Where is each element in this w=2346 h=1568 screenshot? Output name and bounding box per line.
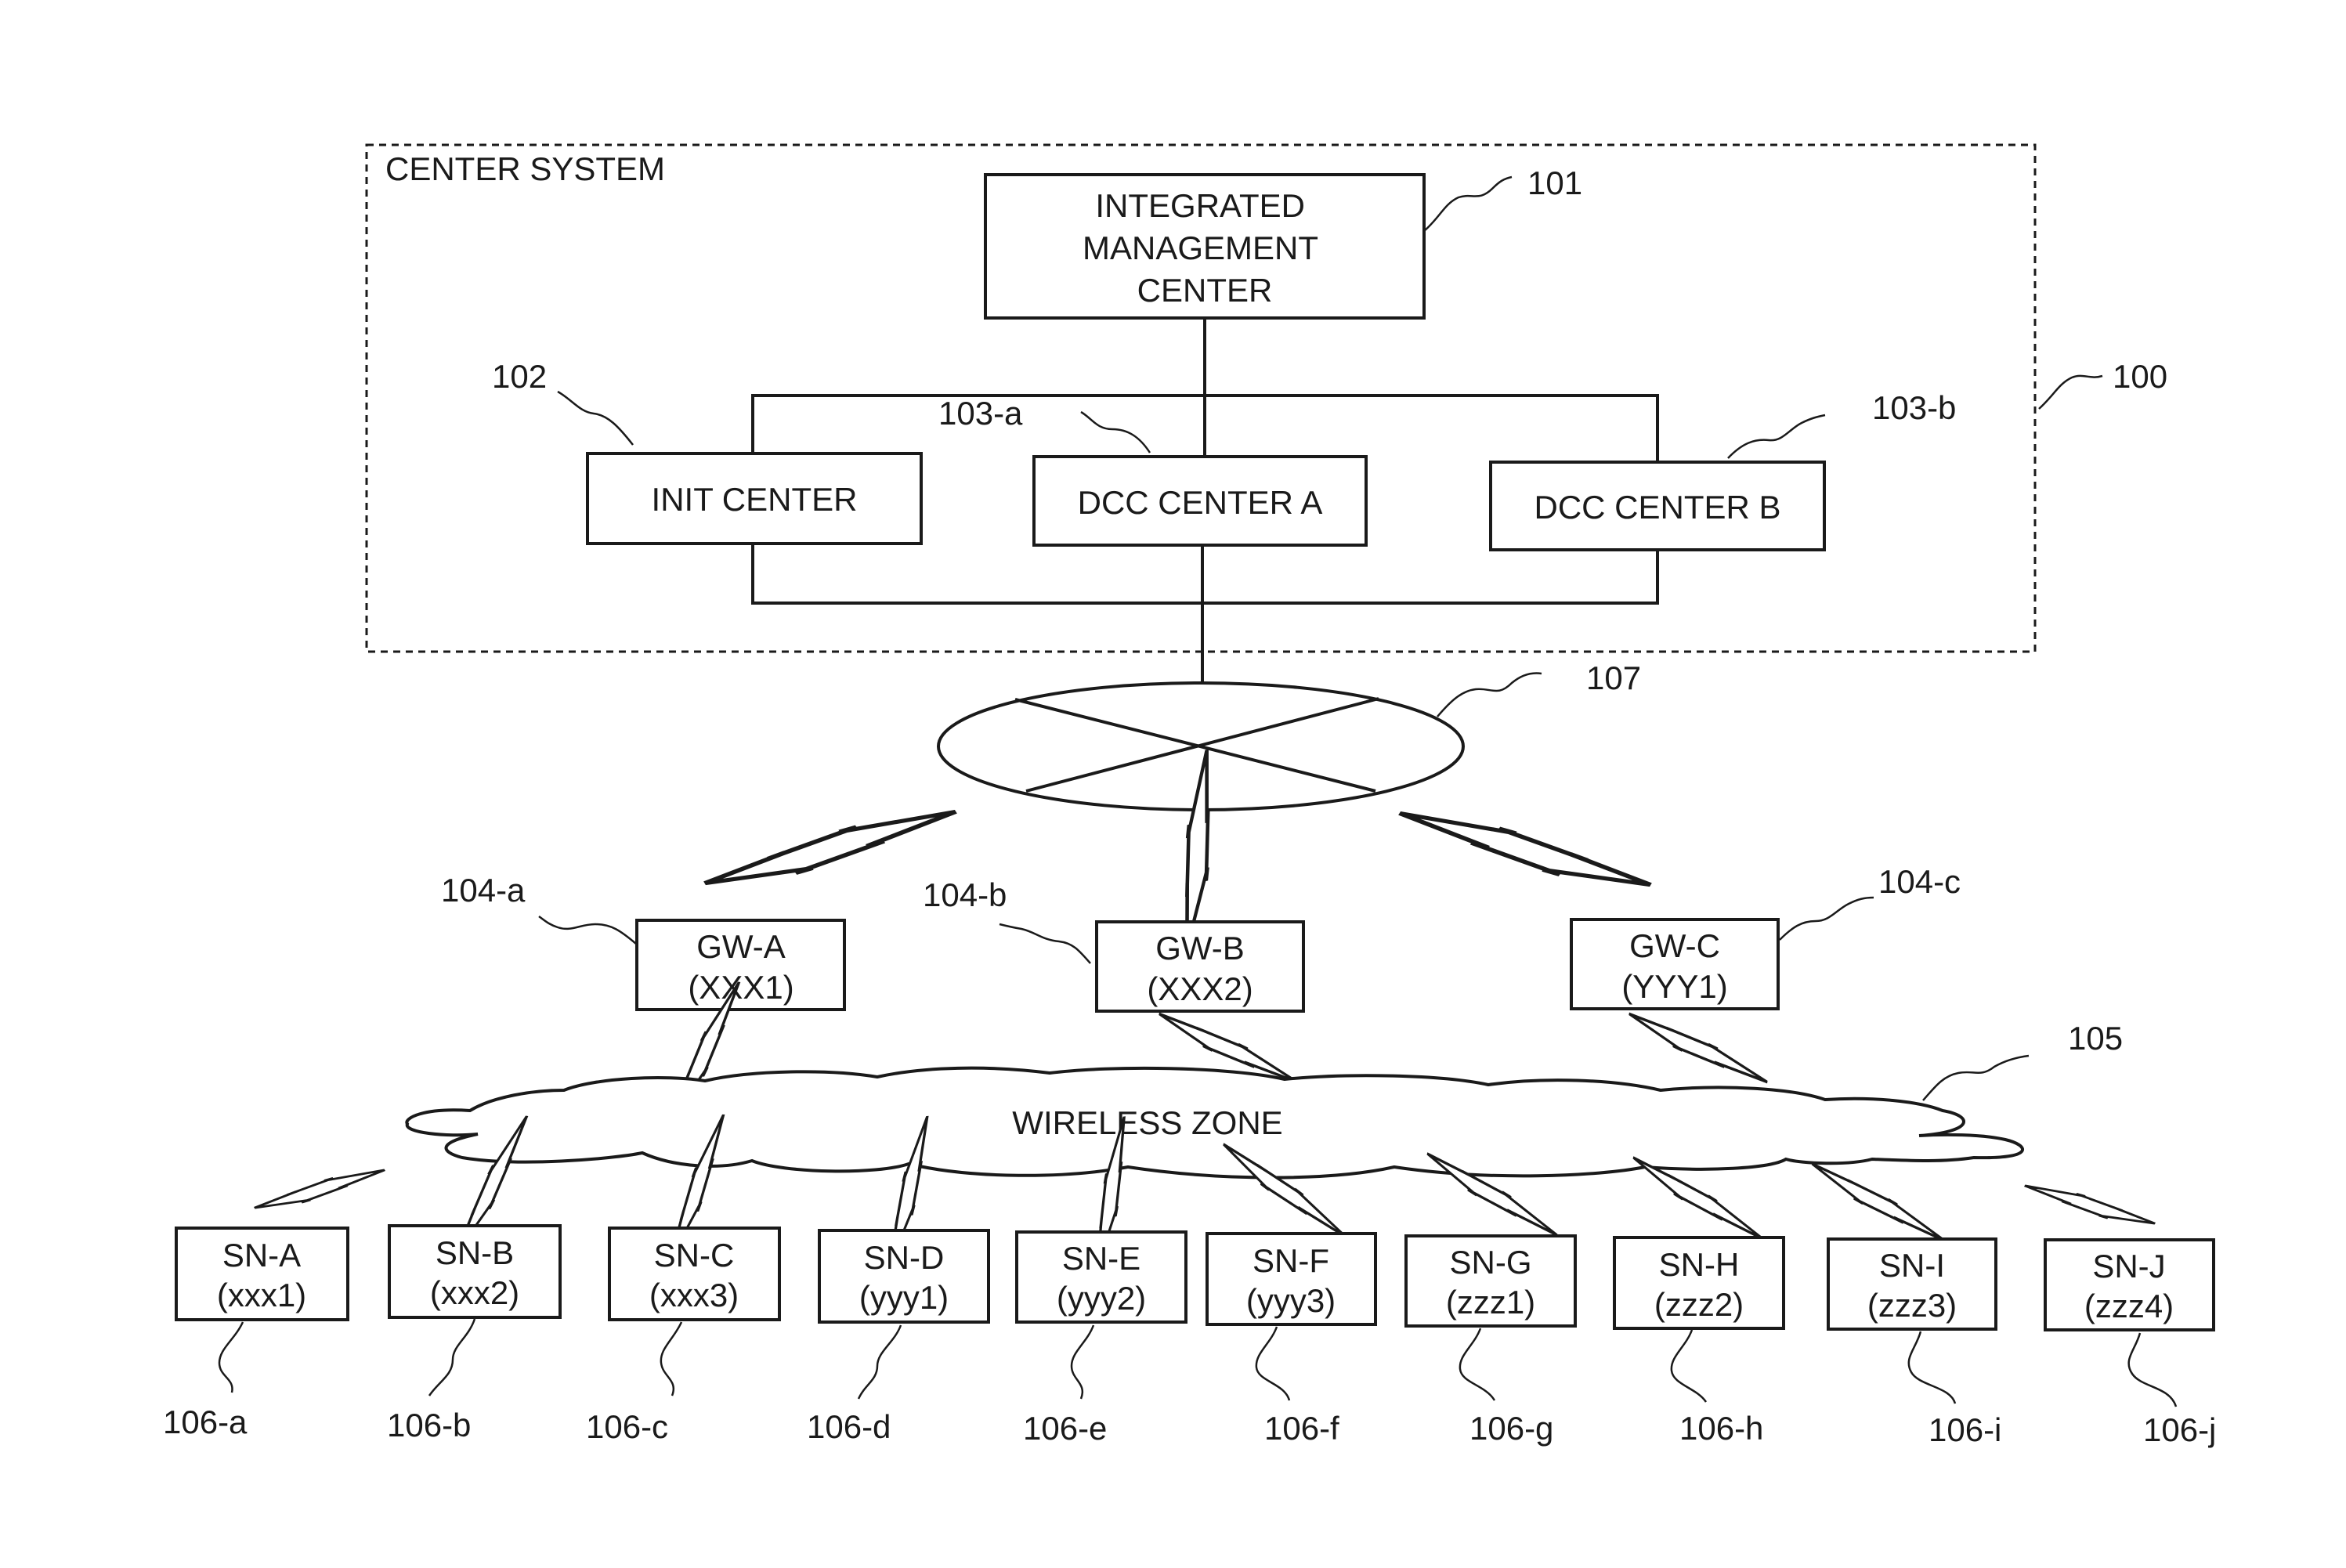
sensor-node-name: SN-H [1659,1246,1740,1283]
dcc-center-b-label: DCC CENTER B [1534,489,1780,526]
sensor-node-leader [1672,1330,1706,1402]
sensor-node-name: SN-J [2092,1248,2165,1284]
sensor-node-id: (yyy1) [859,1279,949,1316]
sensor-node-ref: 106-a [163,1404,248,1440]
wireless-zone-leader [1923,1056,2029,1100]
sensor-node-id: (yyy3) [1246,1282,1336,1319]
gateway-c-ref: 104-c [1878,863,1961,900]
sensor-node-name: SN-E [1062,1240,1140,1277]
gateway-b-name: GW-B [1155,930,1245,966]
gateway-b-ref: 104-b [923,876,1007,913]
gateway-b-leader [999,924,1090,963]
wireless-link-icon-zone-snj [2025,1181,2155,1228]
sensor-node-ref: 106-d [807,1408,891,1445]
sensor-node-ref: 106-b [387,1407,471,1443]
imc-line-1: INTEGRATED [1095,187,1305,224]
sensor-node-e: SN-E (yyy2) 106-e [1017,1232,1186,1447]
sensor-node-ref: 106-g [1469,1410,1553,1447]
wireless-link-icon-zone-sna [255,1165,385,1212]
sensor-node-name: SN-D [864,1239,945,1276]
imc-line-3: CENTER [1137,272,1273,309]
sensor-node-name: SN-G [1450,1244,1532,1281]
gateway-c-leader [1780,898,1874,940]
sensor-node-name: SN-F [1253,1242,1329,1279]
sensor-node-c: SN-C (xxx3) 106-c [586,1228,779,1445]
sensor-node-id: (yyy2) [1057,1280,1146,1317]
sensor-node-name: SN-I [1879,1247,1945,1284]
dcc-center-a-leader [1081,412,1150,453]
gateway-c-name: GW-C [1629,927,1720,964]
network-ref: 107 [1586,659,1641,696]
init-center-leader [558,392,633,445]
sensor-node-id: (zzz1) [1446,1284,1535,1321]
lower-bus-line [753,544,1657,603]
center-system-ref: 100 [2113,358,2167,395]
sensor-node-leader [1072,1325,1093,1399]
sensor-node-leader [1256,1327,1289,1400]
sensor-node-leader [1909,1331,1955,1404]
sensor-node-ref: 106-j [2143,1411,2216,1448]
sensor-node-id: (zzz3) [1867,1287,1957,1324]
dcc-center-a-label: DCC CENTER A [1078,484,1323,521]
gateway-a-leader [539,916,636,944]
sensor-node-ref: 106-h [1679,1410,1763,1447]
sensor-node-name: SN-A [222,1237,301,1274]
gateway-a-name: GW-A [696,928,786,965]
sensor-node-leader [661,1322,681,1396]
dcc-center-a-ref: 103-a [938,395,1023,432]
integrated-management-center-leader [1424,177,1512,231]
sensor-node-leader [429,1319,475,1396]
sensor-node-leader [859,1325,901,1399]
gateway-c-id: (YYY1) [1621,968,1727,1005]
sensor-node-j: SN-J (zzz4) 106-j [2045,1240,2216,1448]
imc-line-2: MANAGEMENT [1083,229,1318,266]
gateway-b-id: (XXX2) [1147,970,1253,1007]
sensor-node-name: SN-B [436,1234,514,1271]
sensor-node-id: (xxx2) [430,1274,519,1311]
center-system-label: CENTER SYSTEM [385,150,665,187]
sensor-node-leader [2129,1333,2176,1407]
integrated-management-center-ref: 101 [1527,164,1582,201]
sensor-node-ref: 106-i [1928,1411,2001,1448]
dcc-center-b-ref: 103-b [1872,389,1956,426]
sensor-node-id: (zzz4) [2084,1288,2174,1324]
wireless-link-icon-network-gwa [705,804,956,892]
sensor-node-id: (xxx1) [217,1277,306,1313]
sensor-node-f: SN-F (yyy3) 106-f [1207,1234,1375,1447]
init-center-ref: 102 [492,358,547,395]
sensor-node-name: SN-C [654,1237,735,1274]
sensor-node-a: SN-A (xxx1) 106-a [163,1228,348,1440]
sensor-node-i: SN-I (zzz3) 106-i [1828,1239,2001,1448]
sensor-node-ref: 106-e [1023,1410,1107,1447]
gateway-a-id: (XXX1) [688,969,793,1006]
sensor-node-ref: 106-c [586,1408,668,1445]
wireless-link-icon-network-gwc [1400,805,1650,894]
sensor-node-id: (zzz2) [1654,1286,1744,1323]
gateway-a-ref: 104-a [441,872,526,909]
sensor-node-b: SN-B (xxx2) 106-b [387,1226,560,1443]
dcc-center-b-leader [1728,415,1825,458]
wireless-zone-label: WIRELESS ZONE [1012,1104,1282,1141]
sensor-node-id: (xxx3) [649,1277,739,1313]
sensor-node-g: SN-G (zzz1) 106-g [1406,1236,1575,1447]
sensor-node-leader [1460,1328,1495,1400]
init-center-label: INIT CENTER [652,481,858,518]
network-leader [1437,674,1542,717]
sensor-node-ref: 106-f [1264,1410,1339,1447]
sensor-node-h: SN-H (zzz2) 106-h [1614,1237,1784,1447]
wireless-zone-ref: 105 [2068,1020,2123,1057]
sensor-node-leader [219,1322,243,1393]
sensor-node-d: SN-D (yyy1) 106-d [807,1230,989,1445]
center-system-leader [2039,376,2102,409]
